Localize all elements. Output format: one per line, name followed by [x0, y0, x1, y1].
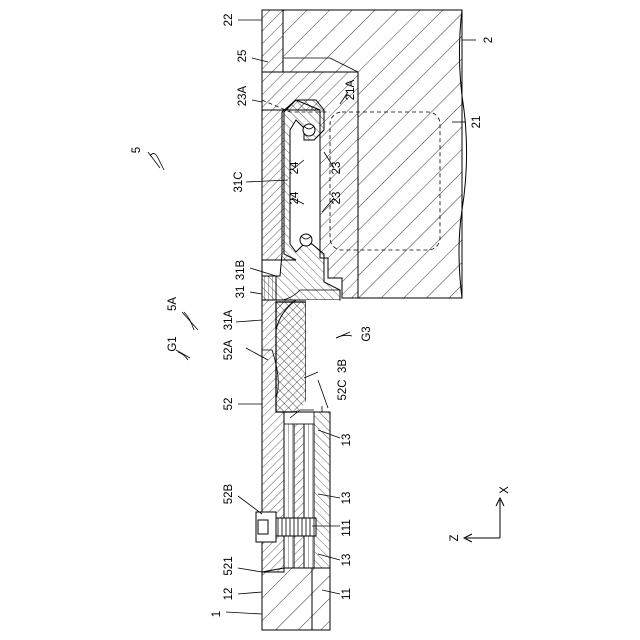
- label-31: 31: [235, 286, 247, 299]
- label-52C: 52C: [337, 379, 349, 400]
- label-13-upper: 13: [341, 434, 353, 447]
- label-G1: G1: [167, 336, 179, 351]
- label-111: 111: [341, 519, 353, 536]
- axis-label-x: X: [499, 486, 511, 494]
- label-23-upper: 23: [331, 162, 343, 175]
- label-2: 2: [483, 37, 495, 43]
- part-12-base: [262, 568, 330, 630]
- axis-label-z: Z: [449, 534, 461, 541]
- spring-circle-bottom: [300, 234, 312, 246]
- label-52A: 52A: [223, 339, 235, 360]
- label-52B: 52B: [223, 483, 235, 504]
- label-1: 1: [211, 611, 223, 617]
- label-5A: 5A: [167, 297, 179, 311]
- arrow-5: [150, 153, 164, 170]
- label-25: 25: [237, 50, 249, 63]
- label-31A: 31A: [223, 309, 235, 330]
- label-21: 21: [471, 116, 483, 129]
- arrow-5a: [184, 312, 194, 330]
- label-G3: G3: [361, 326, 373, 341]
- label-3B: 3B: [337, 359, 349, 373]
- label-12: 12: [223, 588, 235, 601]
- label-52: 52: [223, 398, 235, 411]
- label-24-lower: 24: [289, 191, 301, 204]
- axis-indicator: [464, 498, 504, 542]
- label-13-lower: 13: [341, 554, 353, 567]
- spring-circle-top: [303, 124, 315, 136]
- label-23A: 23A: [237, 85, 249, 106]
- label-11: 11: [341, 588, 353, 600]
- label-5: 5: [131, 147, 143, 153]
- label-31C: 31C: [233, 171, 245, 192]
- label-24-upper: 24: [289, 161, 301, 174]
- part-3b-cushion: [276, 302, 306, 412]
- label-13-middle: 13: [341, 492, 353, 505]
- arrow-g3: [336, 335, 352, 338]
- part-13-stack: [284, 410, 330, 568]
- label-23-lower: 23: [331, 192, 343, 205]
- label-21A: 21A: [345, 79, 357, 100]
- label-22: 22: [223, 14, 235, 27]
- label-31B: 31B: [235, 259, 247, 280]
- label-521: 521: [223, 556, 235, 575]
